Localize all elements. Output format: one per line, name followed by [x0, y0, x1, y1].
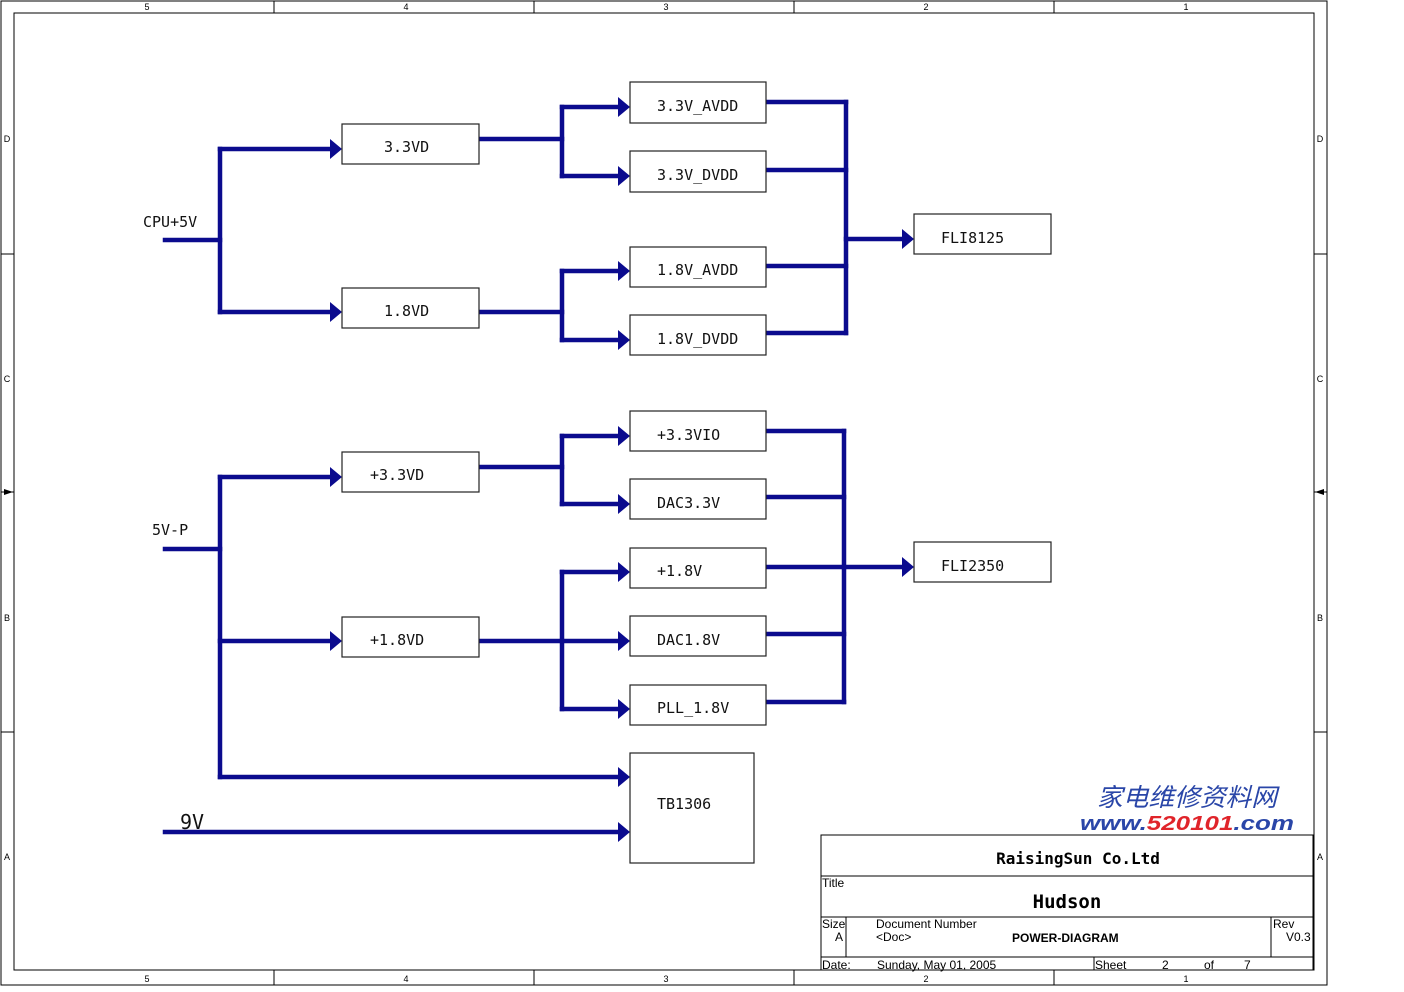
load-label: FLI8125: [941, 229, 1004, 247]
row-label-left: C: [4, 374, 11, 384]
size-label: Size: [822, 917, 846, 931]
sheet-of-label: of: [1204, 958, 1215, 972]
sheet-border: [0, 0, 1328, 986]
regulator-plus-1.8vd: +1.8VD: [341, 616, 480, 658]
col-label-bottom: 5: [144, 974, 149, 984]
col-label-bottom: 2: [923, 974, 928, 984]
size-value: A: [835, 930, 843, 944]
load-label: FLI2350: [941, 557, 1004, 575]
project-title: Hudson: [1033, 891, 1102, 913]
rail-dac1.8v: DAC1.8V: [629, 615, 767, 657]
load-tb1306: TB1306: [629, 752, 755, 864]
col-label-bottom: 4: [403, 974, 408, 984]
load-fli8125: FLI8125: [913, 213, 1052, 255]
rail-label: +3.3VIO: [657, 426, 720, 444]
left-center-marker: [4, 489, 13, 495]
rail-1.8v-avdd: 1.8V_AVDD: [629, 246, 767, 288]
row-label-right: D: [1317, 134, 1324, 144]
rail-label: DAC1.8V: [657, 631, 720, 649]
company-name: RaisingSun Co.Ltd: [996, 849, 1160, 868]
row-label-right: A: [1317, 852, 1323, 862]
load-label: TB1306: [657, 795, 711, 813]
row-label-left: B: [4, 613, 10, 623]
rail-label: +1.8V: [657, 562, 702, 580]
rev-label: Rev: [1273, 917, 1294, 931]
rev-value: V0.3: [1286, 930, 1311, 944]
load-fli2350: FLI2350: [913, 541, 1052, 583]
rail-plus-3.3vio: +3.3VIO: [629, 410, 767, 452]
regulator-plus-3.3vd: +3.3VD: [341, 451, 480, 493]
watermark-url: www.520101.com: [1080, 813, 1294, 835]
watermark-chinese: 家电维修资料网: [1097, 783, 1280, 812]
regulator-label: 3.3VD: [384, 138, 429, 156]
power-wires: [162, 99, 907, 835]
regulator-label: 1.8VD: [384, 302, 429, 320]
rail-3.3v-avdd: 3.3V_AVDD: [629, 81, 767, 124]
col-label-top: 3: [663, 2, 668, 12]
col-label-top: 4: [403, 2, 408, 12]
row-label-right: B: [1317, 613, 1323, 623]
watermark: 家电维修资料网 www.520101.com: [1080, 783, 1294, 835]
rail-label: 1.8V_DVDD: [657, 330, 738, 348]
title-label: Title: [822, 876, 845, 890]
col-label-bottom: 3: [663, 974, 668, 984]
rail-dac3.3v: DAC3.3V: [629, 478, 767, 520]
sheet-total: 7: [1244, 958, 1251, 972]
row-label-right: C: [1317, 374, 1324, 384]
col-label-bottom: 1: [1183, 974, 1188, 984]
document-number-label: Document Number: [876, 917, 977, 931]
regulator-1.8vd: 1.8VD: [341, 287, 480, 329]
arrowheads: [330, 97, 914, 842]
col-label-top: 1: [1183, 2, 1188, 12]
right-center-marker: [1315, 489, 1324, 495]
regulator-label: +3.3VD: [370, 466, 424, 484]
rail-pll-1.8v: PLL_1.8V: [629, 684, 767, 726]
source-label-cpu5v: CPU+5V: [143, 213, 197, 231]
row-label-left: D: [4, 134, 11, 144]
col-label-top: 2: [923, 2, 928, 12]
col-label-top: 5: [144, 2, 149, 12]
sheet-number: 2: [1162, 958, 1169, 972]
rail-label: 1.8V_AVDD: [657, 261, 738, 279]
row-label-left: A: [4, 852, 10, 862]
document-name: POWER-DIAGRAM: [1012, 931, 1119, 945]
sheet-label: Sheet: [1095, 958, 1127, 972]
rail-label: PLL_1.8V: [657, 699, 729, 717]
title-block: RaisingSun Co.Ltd Title Hudson Size A Do…: [820, 834, 1314, 972]
rail-label: 3.3V_AVDD: [657, 97, 738, 115]
date-value: Sunday, May 01, 2005: [877, 958, 997, 972]
rail-plus-1.8v: +1.8V: [629, 547, 767, 589]
rail-label: 3.3V_DVDD: [657, 166, 738, 184]
regulator-3.3vd: 3.3VD: [341, 123, 480, 165]
document-number-value: <Doc>: [876, 930, 911, 944]
source-label-9v: 9V: [180, 810, 204, 834]
date-label: Date:: [822, 958, 851, 972]
rail-1.8v-dvdd: 1.8V_DVDD: [629, 314, 767, 356]
rail-label: DAC3.3V: [657, 494, 720, 512]
rail-3.3v-dvdd: 3.3V_DVDD: [629, 150, 767, 193]
regulator-label: +1.8VD: [370, 631, 424, 649]
source-label-5vp: 5V-P: [152, 521, 188, 539]
